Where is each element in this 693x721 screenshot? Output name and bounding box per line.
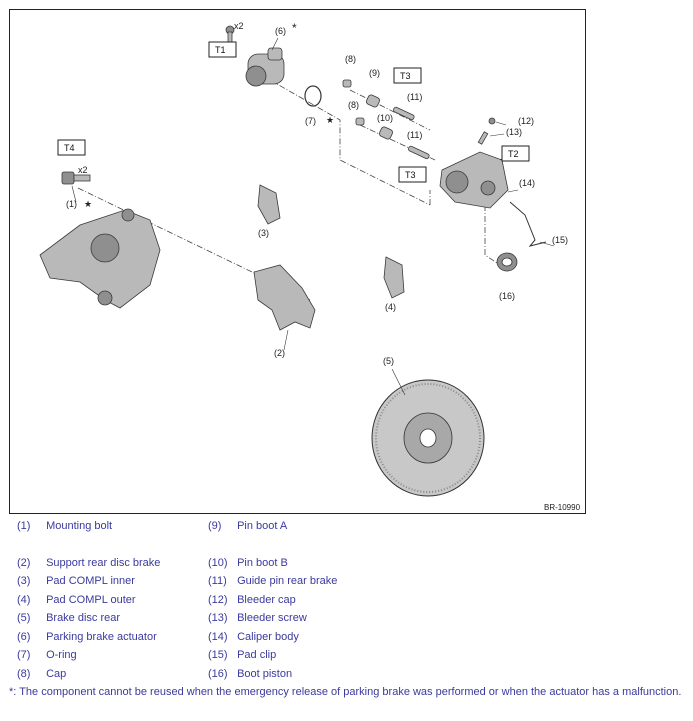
svg-text:T1: T1 (215, 45, 226, 55)
callout-6: (6) (275, 26, 286, 36)
legend-item: (5) Brake disc rear (17, 612, 121, 624)
callout-11a: (11) (407, 92, 422, 102)
legend-item: (14) Caliper body (208, 631, 299, 643)
callout-2: (2) (274, 348, 285, 358)
caliper-body-illustration (439, 151, 509, 209)
callout-9: (9) (369, 68, 380, 78)
legend-item: (1) Mounting bolt (17, 520, 113, 532)
callout-10: (10) (377, 113, 393, 123)
star-mark-7: ★ (326, 115, 334, 125)
guide-pin-illustration (393, 106, 415, 121)
actuator-bolt-illustration (225, 25, 235, 43)
callout-13: (13) (506, 127, 522, 137)
svg-text:T3: T3 (405, 170, 416, 180)
parking-brake-actuator-illustration (245, 47, 285, 87)
exploded-diagram: (1) (2) (3) (4) (5) (6) (7) (8) (8) (9) … (9, 9, 586, 514)
legend-item: (9) Pin boot A (208, 520, 288, 532)
callout-15: (15) (552, 235, 568, 245)
callout-8b: (8) (348, 100, 359, 110)
legend-item: (6) Parking brake actuator (17, 631, 157, 643)
legend-item: (10) Pin boot B (208, 557, 288, 569)
legend-item: (4) Pad COMPL outer (17, 594, 136, 606)
legend-item: (12) Bleeder cap (208, 594, 296, 606)
legend-item: (16) Boot piston (208, 668, 293, 680)
guide-pin-illustration (408, 145, 430, 160)
pad-outer-illustration (383, 256, 405, 299)
pad-inner-illustration (257, 184, 281, 225)
callout-1: (1) (66, 199, 77, 209)
brake-disc-illustration (371, 379, 485, 497)
torque-tag-t4: T4 (57, 139, 86, 156)
cap-illustration (355, 117, 365, 126)
legend-item: (2) Support rear disc brake (17, 557, 161, 569)
callout-12: (12) (518, 116, 534, 126)
pad-clip-illustration (509, 201, 547, 247)
svg-text:T2: T2 (508, 149, 519, 159)
quantity-mark-t4: x2 (78, 165, 88, 175)
bleeder-cap-illustration (488, 117, 496, 125)
o-ring-illustration (304, 85, 322, 107)
legend-item: (13) Bleeder screw (208, 612, 307, 624)
callout-8a: (8) (345, 54, 356, 64)
leader-lines (71, 37, 555, 396)
callout-3: (3) (258, 228, 269, 238)
boot-piston-illustration (496, 252, 518, 272)
callout-7: (7) (305, 116, 316, 126)
bleeder-screw-illustration (477, 131, 489, 145)
assembly-line-pins (349, 89, 436, 205)
callout-5: (5) (383, 356, 394, 366)
callout-14: (14) (519, 178, 535, 188)
torque-tag-t1: T1 (208, 41, 237, 58)
torque-tag-t2: T2 (501, 145, 530, 162)
legend-item: (11) Guide pin rear brake (208, 575, 338, 587)
diagram-canvas: (1) (2) (3) (4) (5) (6) (7) (8) (8) (9) … (39, 21, 581, 512)
footnote: *: The component cannot be reused when t… (9, 686, 682, 698)
support-illustration (253, 264, 316, 331)
legend-item: (8) Cap (17, 668, 67, 680)
callout-16: (16) (499, 291, 515, 301)
callout-4: (4) (385, 302, 396, 312)
svg-text:T4: T4 (64, 143, 75, 153)
asterisk-mark-6: * (292, 21, 297, 35)
assembly-line-actuator (269, 79, 431, 206)
pin-boot-b-illustration (379, 126, 393, 140)
legend-item: (3) Pad COMPL inner (17, 575, 135, 587)
torque-tag-t3-top: T3 (393, 67, 422, 84)
knuckle-illustration (39, 208, 161, 309)
legend-item: (15) Pad clip (208, 649, 277, 661)
figure-code: BR-10990 (544, 503, 581, 512)
star-mark-1: ★ (84, 199, 92, 209)
callout-11b: (11) (407, 130, 422, 140)
assembly-line-caliper (484, 205, 501, 266)
torque-tag-t3-bottom: T3 (398, 166, 427, 183)
mounting-bolt-illustration (61, 171, 91, 185)
cap-illustration (342, 79, 352, 88)
legend-item: (7) O-ring (17, 649, 77, 661)
svg-text:T3: T3 (400, 71, 411, 81)
pin-boot-a-illustration (366, 94, 380, 108)
quantity-mark-t1: x2 (234, 21, 244, 31)
